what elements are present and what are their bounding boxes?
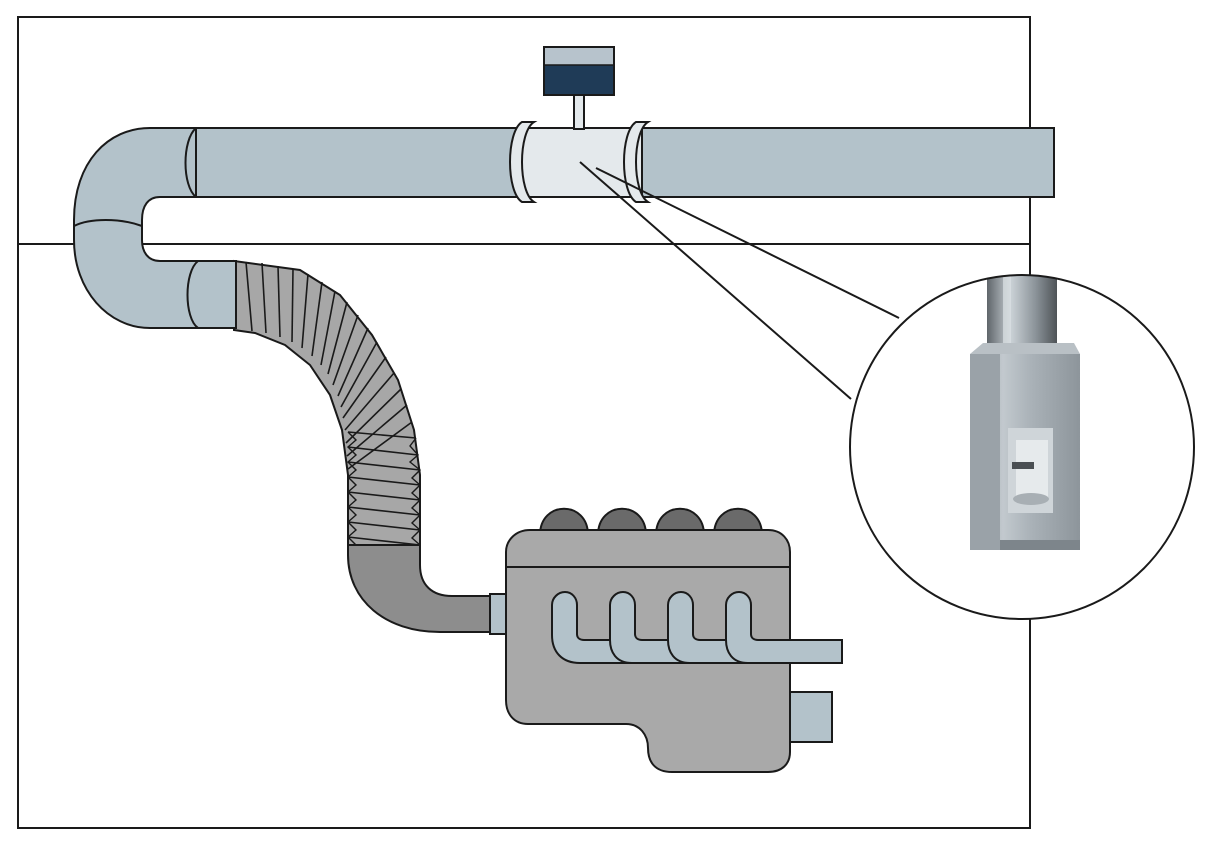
exhaust-pipe <box>195 121 1055 203</box>
elbow-cuff-top <box>184 127 197 198</box>
probe-body-top <box>970 343 1080 354</box>
flange-right <box>623 121 652 203</box>
sensor-detail-callout <box>849 274 1195 620</box>
probe-rod-highlight <box>1003 275 1011 360</box>
elbow-seam-upper <box>73 219 143 227</box>
callout-circle-border <box>849 274 1195 620</box>
flange-left <box>509 121 538 203</box>
hose-ribs <box>245 261 421 546</box>
elbow-cuff-bottom <box>186 260 199 329</box>
transmitter-housing-top <box>545 48 613 65</box>
probe-bottom-edge <box>1000 540 1080 550</box>
hose-body <box>233 259 421 546</box>
engine-inlet-elbow <box>347 544 493 633</box>
probe-sensor-element <box>1012 462 1034 469</box>
manifold-runners <box>551 590 843 664</box>
manifold-runner-2-curve <box>609 639 633 664</box>
manifold-runner-3-curve <box>667 639 691 664</box>
probe-window-inner <box>1016 440 1048 500</box>
pipe-left-section <box>195 127 521 198</box>
engine-outlet-pipe <box>789 691 833 743</box>
transmitter-stem <box>573 94 585 130</box>
probe-body-left-face <box>970 354 1000 550</box>
manifold-runner-4-curve <box>725 639 749 664</box>
exhaust-manifold <box>551 590 843 664</box>
sensor-transmitter <box>543 46 615 130</box>
callout-leader <box>579 161 900 400</box>
flexible-hose <box>233 259 422 546</box>
hose-zigzag-left <box>346 431 358 546</box>
engine-cylinders <box>538 507 764 536</box>
probe-window-bottom <box>1013 493 1049 505</box>
sensor-probe-detail <box>970 275 1080 550</box>
hose-zigzag-right <box>408 437 422 546</box>
pipe-right-section <box>639 127 1055 198</box>
